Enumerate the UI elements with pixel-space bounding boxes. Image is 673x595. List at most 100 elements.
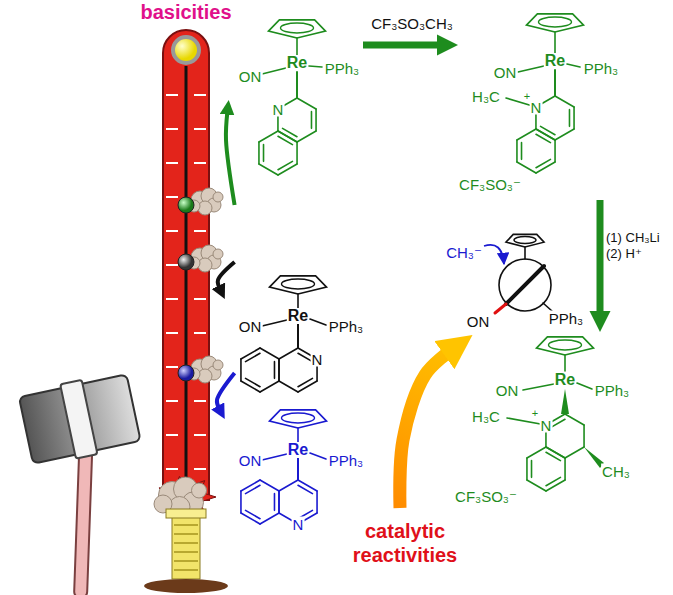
bond: [241, 348, 260, 359]
cp-aromatic: [549, 340, 582, 350]
bond: [551, 419, 565, 427]
bond: [521, 143, 523, 160]
bond: [577, 383, 592, 389]
bond: [279, 348, 298, 359]
plunger-stripe: [174, 524, 198, 526]
plunger-stripe: [174, 569, 198, 571]
bond: [527, 480, 546, 491]
bond: [278, 131, 297, 142]
bond: [554, 140, 556, 162]
bond: [311, 112, 313, 129]
atom-label: ON: [238, 319, 263, 334]
bond: [278, 491, 280, 513]
cp-ring: [506, 234, 544, 247]
bond: [310, 319, 326, 325]
bond: [260, 480, 279, 491]
bond: [258, 142, 260, 164]
tick: [166, 434, 178, 436]
bond: [246, 510, 260, 518]
tick: [166, 162, 178, 164]
plunger-stripe: [174, 542, 198, 544]
bond: [546, 447, 565, 458]
bond: [583, 425, 585, 447]
atom-label: PPh₃: [583, 61, 619, 76]
bond: [297, 131, 316, 142]
bond: [278, 161, 292, 169]
bond: [297, 324, 299, 348]
bond: [573, 107, 575, 129]
atom-label: PPh₃: [328, 453, 364, 468]
tick: [194, 94, 206, 96]
methylated-complex: ONRePPh₃H₃C+NCF₃SO₃⁻: [458, 5, 670, 200]
plunger-stripe: [174, 551, 198, 553]
newman-plane: [506, 266, 544, 304]
tick: [166, 196, 178, 198]
bond: [260, 348, 279, 359]
reaction-arrow: [400, 351, 450, 508]
atom-label: ON: [493, 65, 518, 80]
reagent-label: (1) CH₃Li (2) H⁺: [606, 230, 670, 263]
atom-label: PPh₃: [548, 311, 584, 326]
atom-label: CH₃: [601, 464, 631, 479]
cp-ring: [268, 20, 325, 38]
bond: [240, 491, 242, 513]
atom-label: +: [531, 408, 539, 419]
bond: [262, 68, 286, 74]
bond: [274, 362, 276, 379]
bond: [297, 458, 299, 480]
molecules: [241, 14, 604, 524]
bond: [315, 109, 317, 131]
isoquinolinyl-complex: ONRePPh₃N: [222, 268, 378, 395]
thermometer-drawing: [144, 30, 228, 593]
bond: [241, 480, 260, 491]
atom-label: Re: [544, 53, 566, 69]
tick: [166, 264, 178, 266]
atom-label: N: [311, 352, 324, 367]
bond: [297, 428, 299, 442]
bond: [246, 353, 260, 361]
bulb: [173, 37, 199, 63]
bond: [531, 461, 533, 478]
bond: [536, 129, 555, 140]
atom-label: Re: [554, 372, 576, 388]
cp-ring: [269, 276, 326, 294]
cp-aromatic: [514, 237, 536, 244]
bond: [554, 70, 556, 96]
puff-blob: [213, 360, 223, 370]
plunger: [172, 515, 200, 579]
bond: [310, 453, 326, 459]
atom-label: N: [530, 100, 543, 115]
bond: [246, 378, 260, 386]
alkylated-complex: ONRePPh₃H₃C+NCF₃SO₃⁻CH₃: [455, 332, 670, 506]
puff-blob: [213, 249, 223, 259]
bond: [569, 110, 571, 127]
atom-label: basicities: [139, 2, 232, 22]
bond: [518, 66, 544, 72]
tick: [166, 94, 178, 96]
atom-label: CF₃SO₃⁻: [458, 177, 522, 192]
atom-label: N: [292, 517, 305, 532]
bond: [296, 142, 298, 164]
atom-label: ON: [238, 453, 263, 468]
note-text: catalytic reactivities: [334, 519, 476, 567]
reaction-arrow: [363, 42, 441, 49]
tick: [194, 162, 206, 164]
bond: [297, 294, 299, 308]
bond: [517, 162, 536, 173]
bond: [297, 98, 316, 109]
reagent-label: CF₃SO₃CH₃: [371, 15, 453, 34]
bond: [278, 359, 280, 381]
thermometer: basicities: [160, 28, 235, 588]
level-ball: [178, 365, 194, 381]
bond: [555, 96, 574, 107]
plunger-stripe: [174, 560, 198, 562]
bond: [536, 159, 550, 167]
puff-blob: [213, 192, 223, 202]
bond: [316, 491, 318, 513]
bond: [536, 162, 555, 173]
hammer-band: [60, 380, 97, 459]
bond: [240, 359, 242, 381]
